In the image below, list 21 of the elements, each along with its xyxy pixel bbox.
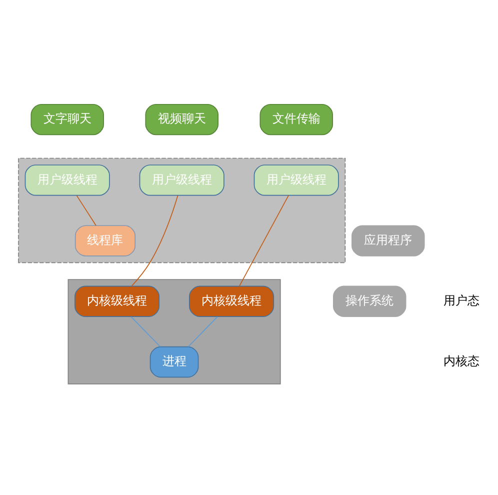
node-box: 用户级线程 [24, 164, 110, 196]
connector [131, 195, 178, 286]
node-box: 视频聊天 [145, 104, 218, 136]
node-box: 进程 [150, 346, 199, 378]
connector [130, 316, 161, 348]
cluster [18, 158, 346, 264]
node-box: 文件传输 [260, 104, 333, 136]
node-box: 内核级线程 [74, 286, 160, 317]
connector [188, 316, 218, 348]
label: 内核态 [443, 354, 480, 368]
node-box: 用户级线程 [139, 164, 224, 196]
connector [76, 195, 96, 226]
connector [238, 195, 289, 286]
node-box: 用户级线程 [254, 164, 339, 196]
node-box: 操作系统 [332, 286, 406, 317]
node-box: 内核级线程 [189, 286, 274, 317]
cluster [68, 279, 281, 384]
node-box: 文字聊天 [30, 104, 104, 136]
label: 用户态 [443, 294, 480, 308]
node-box: 应用程序 [352, 225, 425, 256]
node-box: 线程库 [74, 225, 136, 256]
